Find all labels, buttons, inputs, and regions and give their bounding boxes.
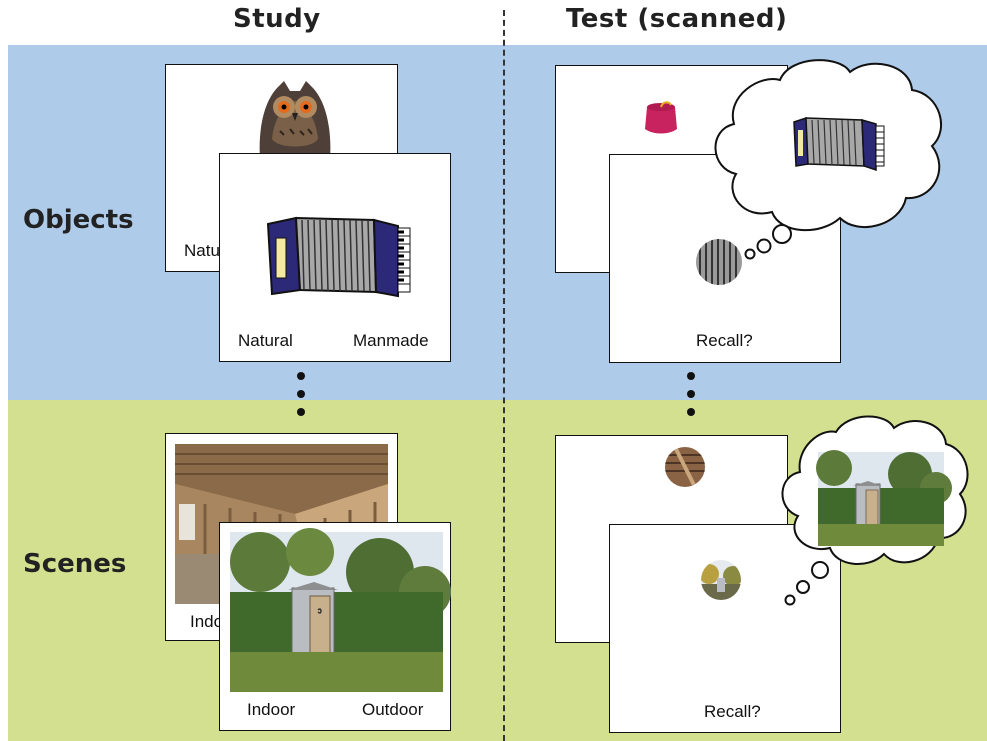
fez-hat-image: [645, 101, 677, 134]
attic-cue-image: [665, 447, 705, 487]
outhouse-cue-image: [701, 560, 741, 600]
study-ellipsis-dot: [297, 390, 305, 398]
column-divider: [503, 10, 505, 741]
study-scene-right-option: Outdoor: [362, 700, 424, 719]
accordion-recalled-image: [793, 116, 885, 172]
study-object-back-label: Natu: [184, 241, 220, 260]
accordion-image: [266, 216, 411, 298]
study-object-right-option: Manmade: [353, 331, 429, 350]
outhouse-scene-image: [230, 528, 451, 692]
test-ellipsis-dot: [687, 390, 695, 398]
test-column-title: Test (scanned): [566, 4, 788, 34]
study-object-front-card: Natural Manmade: [219, 153, 451, 362]
study-scene-front-card: Indoor Outdoor: [219, 522, 451, 731]
study-scene-back-label: Indo: [190, 612, 224, 631]
thought-bubble: [781, 415, 969, 606]
study-scene-left-option: Indoor: [247, 700, 296, 719]
accordion-cue-image: [696, 239, 742, 285]
test-scene-recall-prompt: Recall?: [704, 702, 761, 721]
test-object-recall-prompt: Recall?: [696, 331, 753, 350]
study-ellipsis-dot: [297, 408, 305, 416]
test-ellipsis-dot: [687, 372, 695, 380]
scenes-row-title: Scenes: [23, 549, 127, 579]
test-scene-front-card: Recall?: [609, 524, 841, 733]
study-column-title: Study: [233, 4, 321, 34]
objects-row-title: Objects: [23, 205, 134, 235]
test-ellipsis-dot: [687, 408, 695, 416]
study-ellipsis-dot: [297, 372, 305, 380]
study-object-left-option: Natural: [238, 331, 293, 350]
outhouse-recalled-image: [816, 450, 952, 546]
thought-bubble: [714, 59, 942, 260]
owl-image: [259, 81, 331, 159]
